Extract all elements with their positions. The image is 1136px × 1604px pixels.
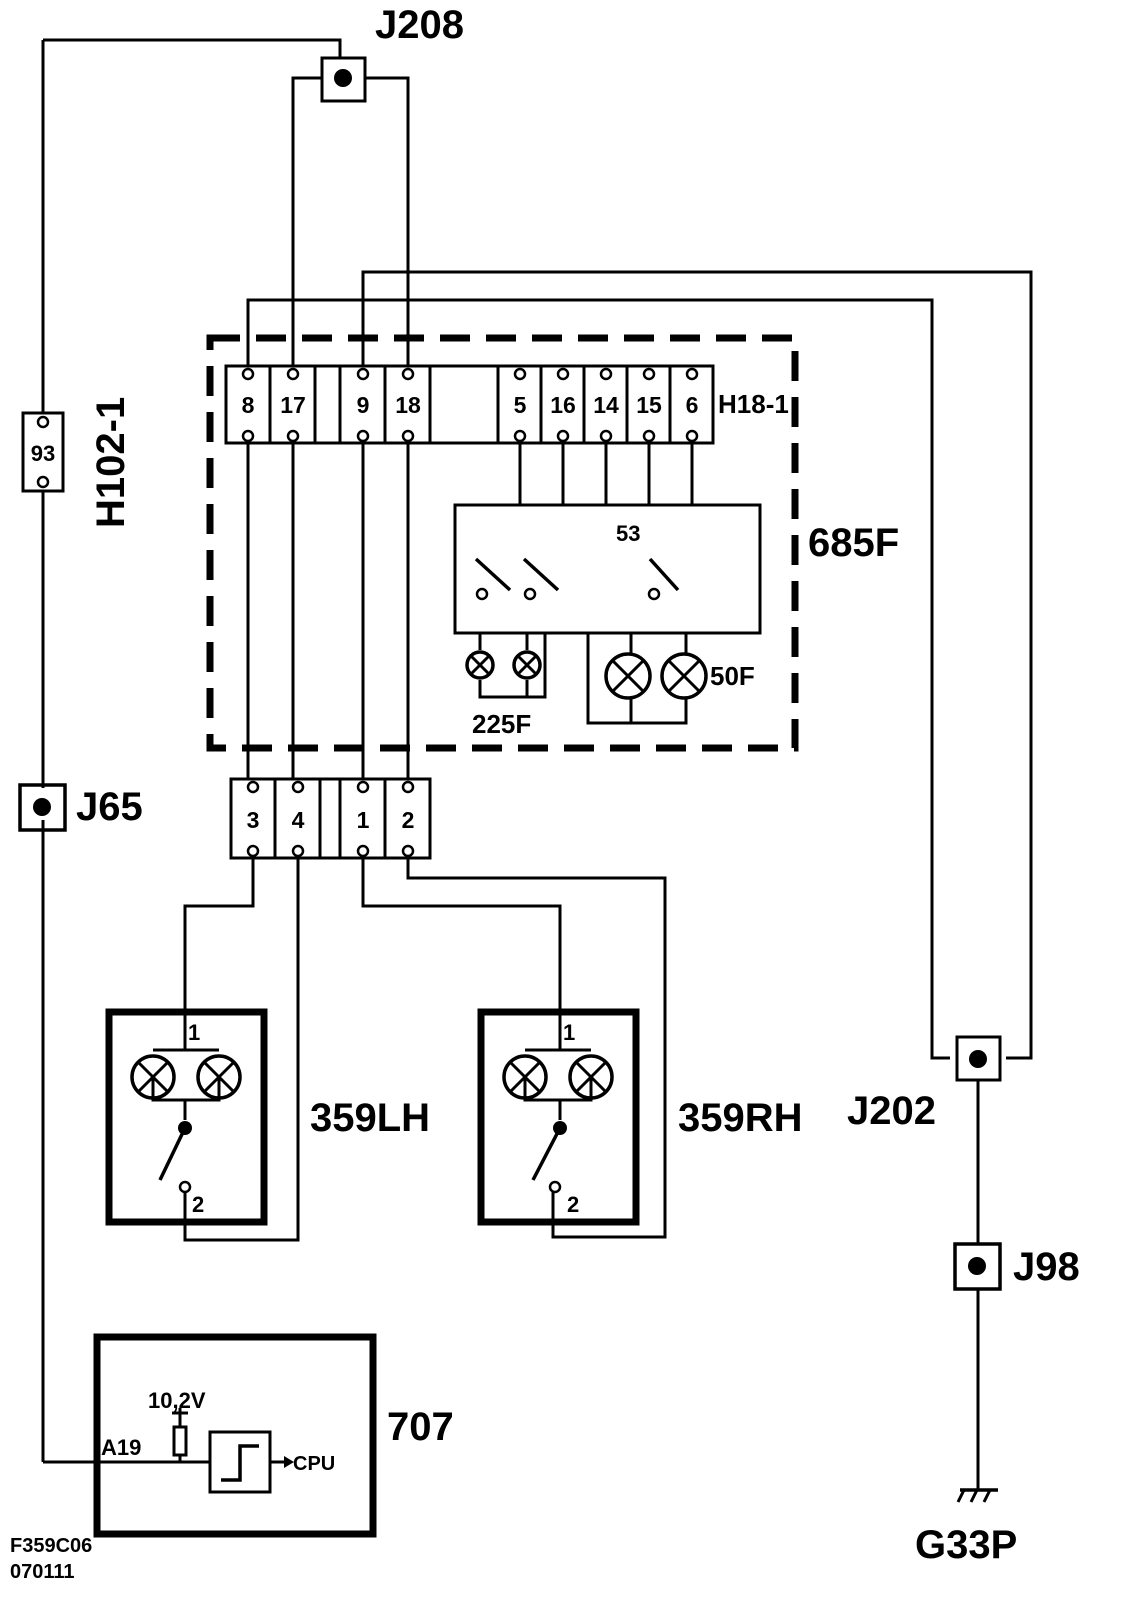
h102-label: H102-1 [89,397,133,528]
switch-icon [158,1121,192,1194]
wires [41,38,1033,1490]
lamp-icon [196,1054,242,1100]
connector-lower: 3 4 1 2 [229,777,432,860]
lamp-pin-2: 2 [567,1192,579,1217]
lamp-pin-1: 1 [188,1020,200,1045]
a19-label: A19 [101,1435,141,1460]
h18-pin-label: 9 [357,392,370,418]
lamps-225f: 225F [465,633,547,739]
switch-icon [474,557,512,601]
lamp-icon [130,1054,176,1100]
ground-icon: G33P [915,1488,1017,1567]
h18-pin-label: 6 [686,392,699,418]
lower-pin-label: 4 [292,807,305,833]
ref-code-1: F359C06 [10,1535,92,1557]
h18-label: H18-1 [718,389,789,419]
lamps-225f-label: 225F [472,709,531,739]
lamp-icon [660,652,708,700]
unit-685f: 685F [206,334,899,752]
ref-code-2: 070111 [10,1561,75,1583]
unit-685f-label: 685F [808,521,899,565]
j202-label: J202 [847,1089,936,1133]
splice-j98: J98 [953,1242,1080,1291]
switch-module-53: 53 [453,503,762,635]
h18-pin-label: 8 [242,392,255,418]
splice-j202: J202 [847,1035,1002,1133]
cpu-label: CPU [293,1453,335,1475]
switch-icon [647,557,680,601]
lamp-unit-359rh-label: 359RH [678,1096,803,1140]
lamp-unit-359lh: 1 2 359LH [105,1008,430,1226]
ecu-707-label: 707 [387,1405,454,1449]
h18-pins [241,367,699,443]
lower-pin-label: 2 [402,807,415,833]
splice-j65: J65 [18,783,143,832]
lamp-pin-1: 1 [563,1020,575,1045]
lamp-icon [568,1054,614,1100]
splice-j208: J208 [320,3,464,103]
switch-icon [522,557,560,601]
lamp-icon [502,1054,548,1100]
reference-code: F359C06 070111 [10,1535,92,1583]
lamp-unit-359lh-label: 359LH [310,1096,430,1140]
lamp-icon [465,650,495,680]
connector-h18: 8 17 9 18 5 16 14 15 6 H18-1 [224,364,789,445]
lower-pin-label: 3 [247,807,260,833]
ground-label: G33P [915,1523,1017,1567]
h102-pin-label: 93 [31,441,55,466]
switch-icon [531,1121,567,1194]
lamp-icon [512,650,542,680]
lamp-unit-359rh: 1 2 359RH [477,1008,803,1226]
module-53-label: 53 [616,521,640,546]
lamps-50f-label: 50F [710,661,755,691]
lamps-50f: 50F [586,633,755,725]
lower-pin-label: 1 [357,807,370,833]
voltage-label: 10,2V [148,1388,206,1413]
h18-pin-label: 17 [280,392,306,418]
h18-pin-label: 16 [550,392,576,418]
pullup-resistor-icon [172,1408,188,1462]
h18-pin-label: 18 [395,392,421,418]
j98-label: J98 [1013,1245,1080,1289]
j208-label: J208 [375,3,464,47]
h18-pin-label: 5 [514,392,527,418]
lamp-pin-2: 2 [192,1192,204,1217]
h18-pin-label: 14 [593,392,619,418]
schmitt-trigger-icon [208,1430,272,1494]
j65-label: J65 [76,785,143,829]
h18-pin-label: 15 [636,392,662,418]
lamp-icon [604,652,652,700]
ecu-707: 707 A19 10,2V CPU [93,1333,454,1538]
arrow-right-icon [270,1456,294,1468]
connector-h102: 93 H102-1 [21,397,133,528]
